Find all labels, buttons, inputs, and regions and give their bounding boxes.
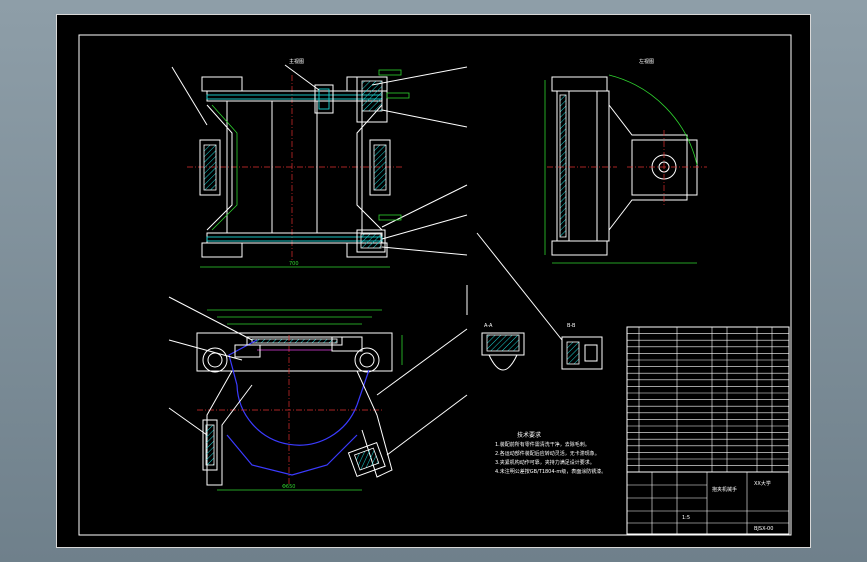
drawing-number: BJSX-00 xyxy=(754,526,773,532)
notes-title: 技术要求 xyxy=(517,431,541,439)
note-3: 3.夹紧机构动作可靠，夹持力满足设计要求。 xyxy=(495,459,595,466)
school-name: XX大学 xyxy=(754,480,771,487)
drawing-name: 抱夹机械手 xyxy=(712,486,737,493)
section-a-label: A-A xyxy=(484,323,493,329)
title-block: 抱夹机械手 XX大学 BJSX-00 1:5 xyxy=(626,471,790,535)
svg-text:Φ650: Φ650 xyxy=(282,484,295,490)
section-b-label: B-B xyxy=(567,323,576,329)
top-view-title: 主视图 xyxy=(289,58,304,65)
technical-notes: 技术要求 1.装配前所有零件需清洗干净，去除毛刺。 2.各运动部件装配后应转动灵… xyxy=(495,431,606,475)
drawing-sheet: 主视图 70 xyxy=(56,14,811,548)
svg-text:700: 700 xyxy=(289,261,299,267)
scale-label: 1:5 xyxy=(682,515,690,521)
section-details: A-A B-B xyxy=(466,232,603,371)
note-4: 4.未注明公差按GB/T1804-m级，表面涂防锈漆。 xyxy=(495,468,606,475)
parts-rows xyxy=(627,333,789,466)
bottom-view: Φ650 xyxy=(168,296,468,491)
cad-drawing: 主视图 70 xyxy=(78,34,792,536)
top-view: 主视图 70 xyxy=(171,58,468,268)
side-view-title: 左视图 xyxy=(639,58,654,65)
side-view: 左视图 xyxy=(544,58,707,264)
note-1: 1.装配前所有零件需清洗干净，去除毛刺。 xyxy=(495,441,590,448)
note-2: 2.各运动部件装配后应转动灵活，无卡滞现象。 xyxy=(495,450,600,457)
drawing-frame xyxy=(78,34,792,536)
parts-list xyxy=(626,326,790,473)
